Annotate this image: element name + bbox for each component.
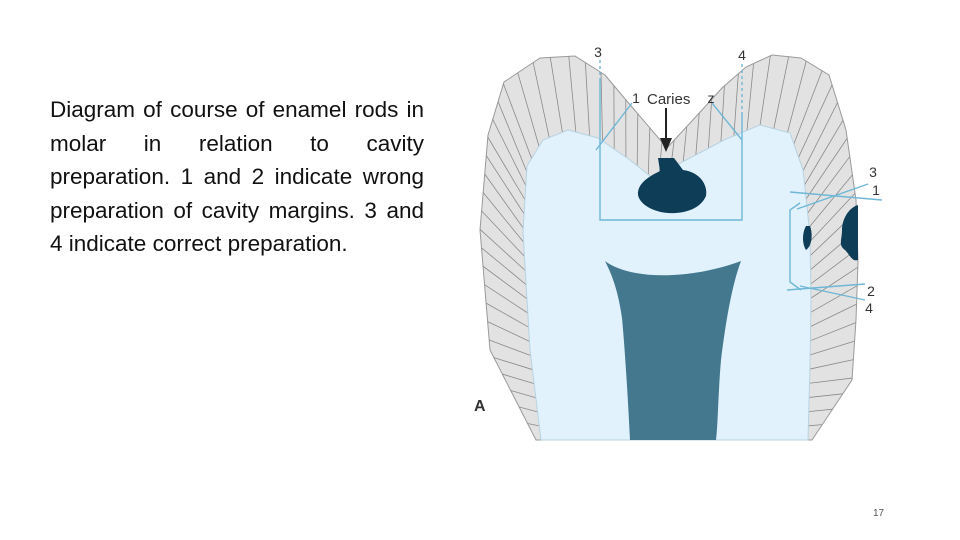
- label-3-top: 3: [594, 44, 602, 60]
- enamel-rod: [532, 62, 550, 138]
- enamel-rod: [746, 63, 754, 131]
- label-3-side: 3: [869, 164, 877, 180]
- proximal-caries-lesion: [840, 205, 858, 261]
- enamel-rod: [584, 62, 590, 136]
- enamel-rod: [502, 373, 535, 385]
- panel-letter: A: [474, 398, 486, 415]
- enamel-rod: [503, 83, 533, 159]
- enamel-rod: [793, 70, 823, 145]
- enamel-rod: [805, 138, 848, 200]
- enamel-rod: [527, 423, 540, 427]
- enamel-rod: [809, 393, 843, 398]
- enamel-rod: [733, 73, 739, 136]
- enamel-rod: [493, 357, 533, 370]
- line-4-side: [799, 285, 866, 301]
- enamel-rod: [481, 247, 527, 285]
- enamel-rod: [485, 302, 529, 328]
- enamel-rod: [489, 339, 531, 356]
- line-2-side: [786, 283, 866, 291]
- preparation-lines: [595, 60, 883, 301]
- enamel-rod: [808, 174, 853, 228]
- proximal-cavity-outline: [789, 202, 802, 291]
- enamel-rod: [809, 359, 854, 370]
- enamel-rod: [510, 390, 536, 399]
- enamel-rod: [720, 85, 725, 142]
- enamel-rod: [810, 303, 857, 327]
- occlusal-cavity-outline: [599, 80, 743, 221]
- pulp-chamber: [605, 261, 741, 440]
- enamel-rod: [487, 136, 526, 200]
- enamel-rod: [484, 173, 524, 229]
- enamel-rod: [804, 120, 844, 186]
- enamel-rod: [682, 126, 688, 162]
- enamel-rod: [802, 102, 838, 171]
- enamel-rod: [484, 284, 529, 314]
- enamel-rod: [707, 99, 713, 149]
- enamel-rod: [810, 340, 855, 356]
- enamel-rod: [517, 72, 540, 147]
- enamel-rod: [492, 119, 527, 186]
- enamel-rod: [810, 266, 859, 299]
- caries-label: Caries: [647, 91, 690, 108]
- enamel-rod: [479, 229, 526, 271]
- enamel-rods: [479, 55, 859, 427]
- enamel-rod: [482, 265, 528, 300]
- proximal-caries-spot: [803, 226, 812, 250]
- label-1-top: 1: [632, 90, 640, 106]
- enamel-rod: [519, 406, 538, 413]
- label-4-side: 4: [865, 300, 873, 316]
- enamel-rod: [482, 192, 524, 243]
- enamel-rod: [809, 192, 856, 242]
- tooth-cross-section-diagram: 3 4 1 Caries z 3 1 2 4 A: [474, 44, 883, 441]
- enamel-rod: [695, 112, 700, 155]
- line-1-top: [595, 102, 633, 151]
- enamel-rod: [759, 55, 771, 126]
- enamel-rod: [810, 322, 856, 342]
- caries-arrowhead: [660, 138, 672, 152]
- label-4-top: 4: [738, 47, 746, 63]
- enamel-rod: [568, 56, 577, 133]
- line-1-side: [796, 183, 869, 210]
- enamel-rod: [647, 127, 651, 175]
- label-2-side: 2: [867, 283, 875, 299]
- enamel-rod: [773, 56, 790, 129]
- enamel-rod: [810, 285, 858, 313]
- label-z-top: z: [708, 90, 715, 106]
- label-1-side: 1: [872, 182, 880, 198]
- slide-caption: Diagram of course of enamel rods in mola…: [50, 97, 424, 256]
- enamel-rod: [787, 61, 807, 133]
- enamel-rod: [808, 408, 833, 413]
- enamel-rod: [481, 210, 525, 257]
- enamel-rod: [497, 101, 528, 172]
- enamel-rod: [798, 84, 833, 158]
- occlusal-caries-lesion: [637, 158, 707, 214]
- enamel-rod: [636, 113, 639, 166]
- enamel-rod: [549, 57, 563, 133]
- enamel-rod: [487, 321, 530, 342]
- line-z-top: [711, 102, 743, 141]
- enamel-rod: [809, 377, 853, 384]
- enamel-rod: [600, 72, 603, 142]
- enamel-rod: [485, 155, 525, 215]
- enamel-rod: [807, 156, 851, 214]
- page-number: 17: [873, 508, 885, 519]
- enamel-rod: [808, 424, 823, 427]
